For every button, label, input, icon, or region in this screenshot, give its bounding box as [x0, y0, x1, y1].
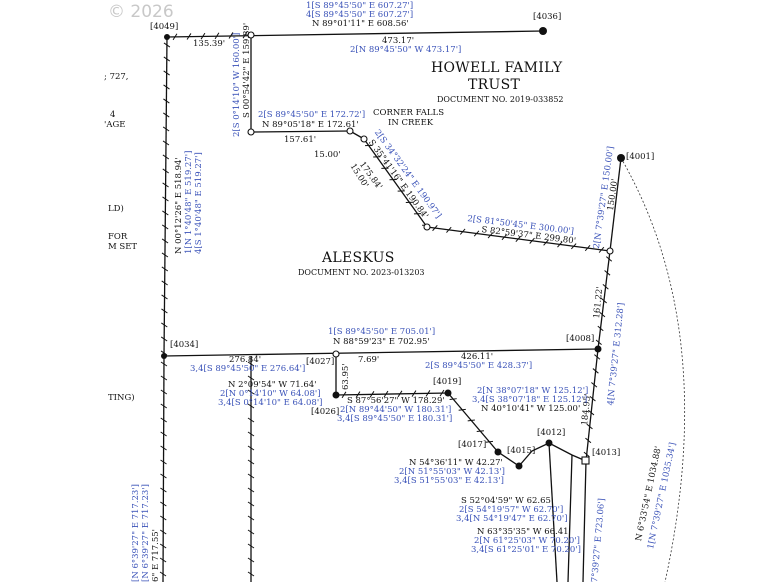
west-measured: N 00°12'26" E 518.94'	[174, 157, 184, 254]
hatch-mark	[477, 431, 484, 432]
n61-record-34: 3,4[S 61°25'01" E 70.20']	[471, 545, 581, 555]
monument-4015	[516, 463, 523, 470]
corner-4013: [4013]	[592, 448, 620, 458]
corner-4008: [4008]	[566, 334, 594, 344]
margin-text-5: FOR	[108, 232, 127, 242]
corner-4036: [4036]	[533, 12, 561, 22]
vert-a-record: 2[S 0°14'10" W 160.00']	[232, 33, 242, 137]
corner-4049: [4049]	[150, 22, 178, 32]
dist-769: 7.69'	[358, 355, 379, 365]
monument-4034	[161, 353, 167, 359]
interior-horizontal-line	[251, 131, 350, 132]
bottom-left-record-1: [N 6°39'27" E 717.23']	[131, 484, 141, 582]
dist-157: 157.61'	[284, 135, 316, 145]
west-boundary-line	[164, 37, 167, 356]
corner-4017: [4017]	[458, 440, 486, 450]
west-boundary-south-line	[163, 356, 164, 582]
margin-text-7: TING)	[108, 393, 135, 403]
open-corner-f	[607, 248, 613, 254]
line-4013-south	[583, 461, 586, 582]
dist-135: 135.39'	[193, 39, 225, 49]
monument-4036	[539, 27, 547, 35]
hatch-mark	[468, 420, 475, 421]
mid-record: 2[S 89°45'50" E 172.72']	[258, 110, 365, 120]
dist-426-record: 2[S 89°45'50" E 428.37']	[425, 361, 532, 371]
north-boundary-line	[167, 31, 543, 37]
bottom-left-measured: 6" E 717.55'	[151, 529, 161, 582]
margin-text-3: 'AGE	[104, 120, 125, 130]
top-measured: N 89°01'11" E 608.56'	[312, 19, 409, 29]
copyright-watermark: © 2026	[108, 2, 174, 22]
corner-4015: [4015]	[507, 446, 535, 456]
margin-text-4: LD)	[108, 204, 124, 214]
west-record-1: 1[N 1°40'48" E 519.27']	[184, 151, 194, 254]
open-corner-d	[361, 136, 367, 142]
dist-276-record: 3,4[S 89°45'50" E 276.64']	[190, 364, 305, 374]
monument-4049	[164, 34, 170, 40]
hatch-mark	[450, 399, 457, 400]
west-record-4: 4[S 1°40'48" E 519.27']	[194, 152, 204, 254]
monument-4019	[445, 390, 452, 397]
parcel-4026-line	[336, 393, 448, 395]
dist-473-record: 2[N 89°45'50" W 473.17']	[350, 45, 461, 55]
corner-falls-2: IN CREEK	[388, 118, 433, 128]
s54-record-34: 3,4[N 54°19'47" E 62.70']	[456, 514, 568, 524]
line4034-measured: N 88°59'23" E 702.95'	[333, 337, 430, 347]
n51-record-34: 3,4[S 51°55'03" E 42.13']	[394, 476, 504, 486]
corner-4012: [4012]	[537, 428, 565, 438]
open-corner-e	[424, 224, 430, 230]
corner-4034: [4034]	[170, 340, 198, 350]
trust-document: DOCUMENT NO. 2019-033852	[437, 95, 564, 105]
line4034-record: 1[S 89°45'50" E 705.01']	[328, 327, 435, 337]
margin-text-2: 4	[110, 110, 115, 120]
open-corner-b	[248, 129, 254, 135]
corner-4026: [4026]	[311, 407, 339, 417]
bottom-left-record-2: [N 6°39'27" E 717.23']	[141, 484, 151, 582]
parcel-title: ALESKUS	[322, 250, 395, 266]
corner-4001: [4001]	[626, 152, 654, 162]
margin-text-6: M SET	[108, 242, 137, 252]
s87-record-34: 3,4[S 89°45'50" E 180.31']	[337, 414, 452, 424]
corner-4027: [4027]	[306, 357, 334, 367]
mid-measured: N 89°05'18" E 172.61'	[262, 120, 359, 130]
dist-6395: 63.95'	[341, 363, 351, 390]
monument-4001	[617, 154, 625, 162]
open-corner-4013	[582, 457, 589, 464]
monument-4017	[495, 449, 502, 456]
n40-measured: N 40°10'41" W 125.00'	[481, 404, 580, 414]
line-4012-south2	[568, 455, 572, 582]
corner-4019: [4019]	[433, 377, 461, 387]
vert-a-measured: S 00°54'42" E 159.89'	[242, 23, 252, 118]
trust-title-line2: TRUST	[468, 77, 520, 93]
trust-title-line1: HOWELL FAMILY	[431, 60, 562, 76]
monument-4026	[333, 392, 340, 399]
monument-4008	[595, 346, 602, 353]
parcel-document: DOCUMENT NO. 2023-013203	[298, 268, 425, 278]
dist-15a: 15.00'	[314, 150, 341, 160]
n2-record-34: 3,4[S 0°14'10" E 64.08']	[218, 398, 323, 408]
margin-text-1: ; 727,	[104, 72, 129, 82]
hatch-mark	[486, 441, 493, 442]
hatch-mark	[459, 409, 466, 410]
corner-falls-1: CORNER FALLS	[373, 108, 444, 118]
monument-4012	[546, 440, 553, 447]
